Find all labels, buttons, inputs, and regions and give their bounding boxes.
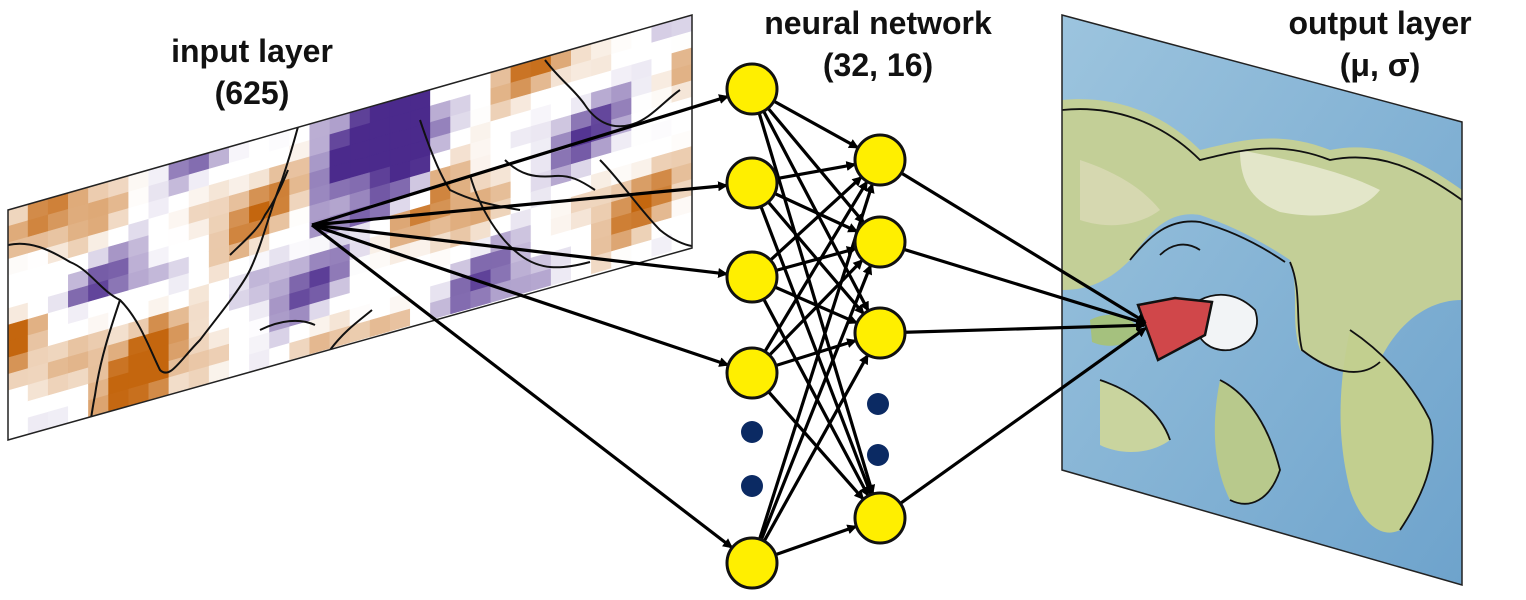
hidden2-to-output-arrow [879,320,1147,335]
input-grid-cell [671,113,692,137]
input-to-hidden1-arrow [311,223,733,549]
hidden1-to-hidden2-arrow [750,182,875,564]
hidden-layer-1-node [725,62,779,116]
input-grid-cell [671,47,692,71]
forecast-target-region [1136,296,1214,362]
input-grid-cell [671,31,692,54]
output-coastlines [1062,108,1462,531]
network-nodes [725,62,907,590]
hidden-layer-2-ellipsis-dot [867,444,889,466]
hidden1-to-hidden2-arrow [750,180,868,374]
neural-network-size: (32, 16) [823,47,933,83]
input-layer-title: input layer [171,33,333,69]
input-to-hidden1-arrow [311,181,729,227]
hidden1-to-hidden2-arrow [750,371,865,501]
output-layer-size: (μ, σ) [1340,47,1421,83]
neural-network-title: neural network [764,5,992,41]
input-grid-cell [671,162,692,186]
hidden-layer-1-ellipsis-dot [741,475,763,497]
hidden1-to-hidden2-arrow [750,88,876,496]
hidden-layer-2-ellipsis-dot [867,393,889,415]
hidden1-to-hidden2-arrow [750,182,873,496]
hidden2-to-output-arrow [879,158,1147,324]
hidden1-to-hidden2-arrow [750,87,865,224]
hidden2-to-output-arrow [879,327,1147,520]
hidden-layer-2-node [853,133,907,187]
hidden-layer-2-node [853,306,907,360]
input-grid-cell [671,129,692,153]
input-to-hidden1-arrow [311,223,730,367]
output-layer-title: output layer [1288,5,1471,41]
ellipsis-dots [741,393,889,497]
hidden2-to-output-arrow [879,240,1147,326]
input-coastlines [8,59,692,440]
hidden-layer-1-node [725,250,779,304]
hidden-layer-2-node [853,491,907,545]
hidden1-to-hidden2-arrow [750,276,870,497]
input-layer-map [7,14,693,441]
output-polar-landmass [1062,99,1462,533]
input-grid-cell [671,195,692,219]
hidden-layer-1-node [725,346,779,400]
hidden-layer-1-node [725,156,779,210]
input-to-hidden1-arrow [311,94,730,227]
input-grid-cell [671,211,692,235]
hidden1-to-hidden2-arrow [750,181,865,315]
input-grid-cell [671,63,692,87]
hidden-layer-1-node [725,536,779,590]
hidden1-to-hidden2-arrow [750,353,869,564]
output-layer-map [1061,14,1463,586]
input-grid-cell [671,146,692,169]
input-to-hidden1-arrow [311,223,729,278]
input-sst-anomaly-field [8,15,692,440]
hidden-layer-2-node [853,215,907,269]
hidden1-to-hidden2-arrow [750,264,873,564]
input-layer-size: (625) [215,75,290,111]
hidden-layer-1-ellipsis-dot [741,421,763,443]
